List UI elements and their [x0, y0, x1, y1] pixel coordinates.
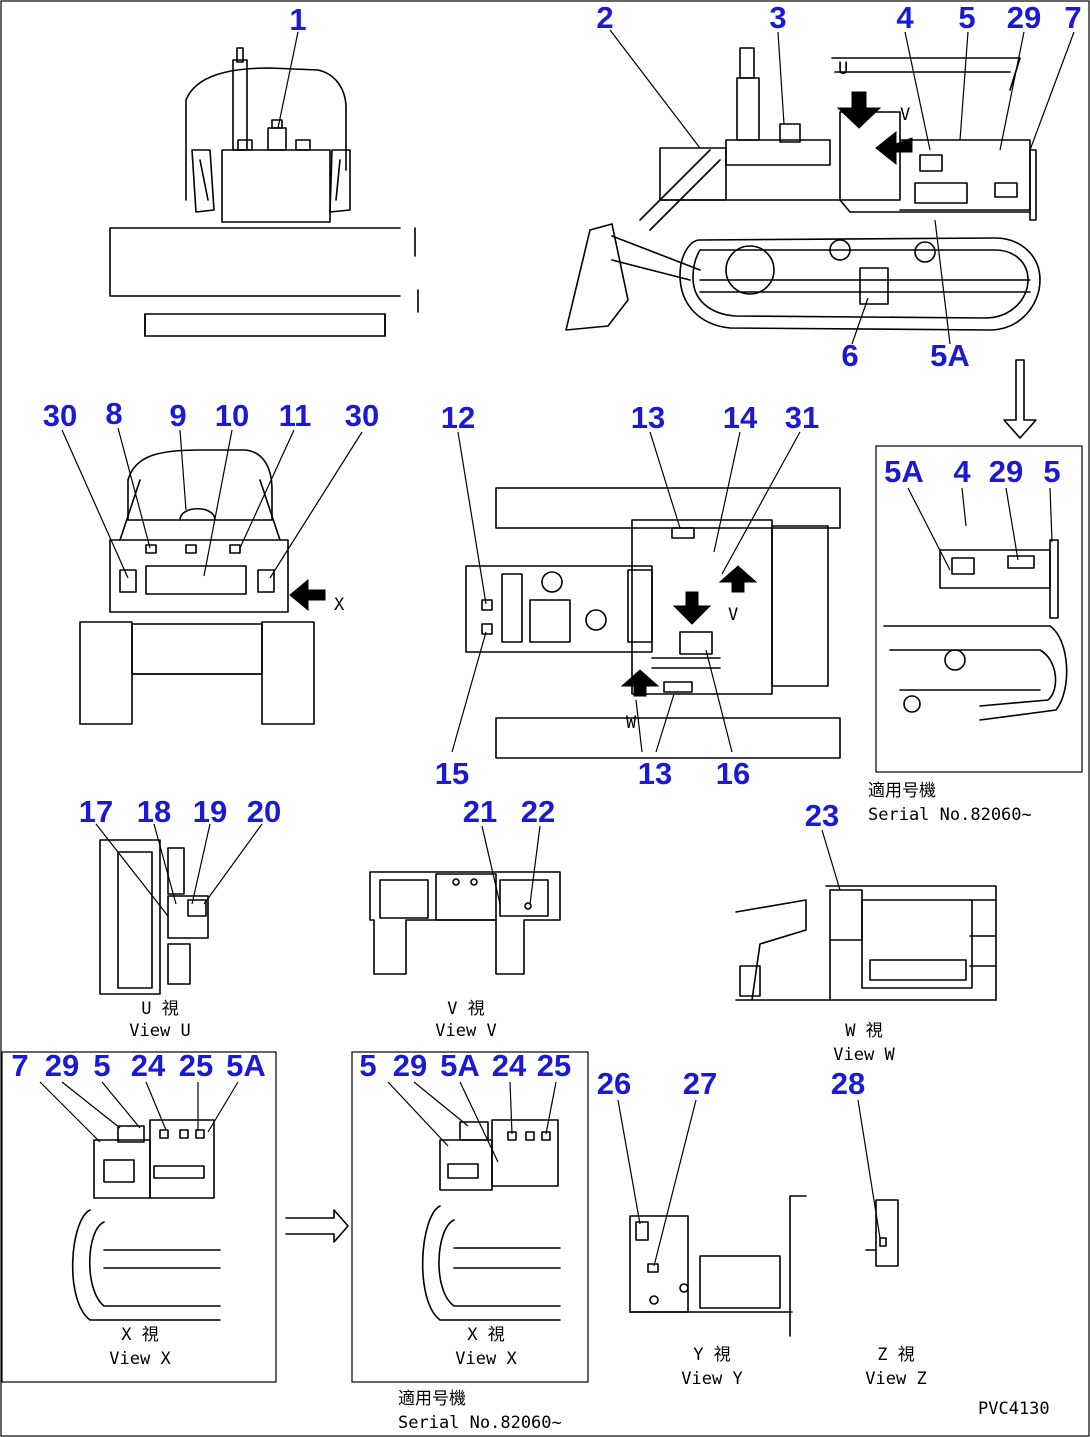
- front-view-top: [109, 47, 419, 337]
- callout-25-view-x2: 25: [537, 1048, 571, 1083]
- side-view-top: [565, 47, 1041, 331]
- marker-v-top-view: V: [728, 605, 738, 625]
- callout-20: 20: [247, 794, 281, 829]
- callout-13-bottom: 13: [638, 756, 672, 791]
- callout-28: 28: [831, 1066, 865, 1101]
- callout-29-view-x2: 29: [393, 1048, 427, 1083]
- callout-30-left: 30: [43, 398, 77, 433]
- view-w-label: View W: [833, 1045, 895, 1065]
- callout-2: 2: [596, 0, 613, 35]
- view-x1-jp: X 視: [121, 1325, 158, 1345]
- view-u-label: View U: [129, 1021, 190, 1041]
- view-x2-label: View X: [455, 1349, 517, 1369]
- callout-31: 31: [785, 400, 819, 435]
- callout-17: 17: [79, 794, 113, 829]
- marker-u: U: [838, 59, 848, 79]
- callout-16: 16: [716, 756, 750, 791]
- callout-5a: 5A: [930, 338, 970, 373]
- callout-18: 18: [137, 794, 171, 829]
- callout-5a-detail: 5A: [884, 454, 924, 489]
- view-x-box-2: [351, 1051, 589, 1383]
- detail-box-drawing: [883, 539, 1068, 721]
- top-view: [465, 487, 841, 759]
- callout-14: 14: [723, 400, 758, 435]
- detail-box-serial: [875, 445, 1083, 773]
- view-v: [369, 871, 561, 975]
- view-x2-jp: X 視: [467, 1325, 504, 1345]
- callout-21: 21: [463, 794, 497, 829]
- marker-w: W: [626, 713, 637, 733]
- view-w-jp: W 視: [845, 1021, 882, 1041]
- callout-24-view-x2: 24: [492, 1048, 527, 1083]
- callout-11: 11: [279, 398, 312, 433]
- callout-3: 3: [769, 0, 786, 35]
- callout-5: 5: [958, 0, 975, 35]
- callout-13-top: 13: [631, 400, 665, 435]
- callout-26: 26: [597, 1066, 631, 1101]
- view-x-box-1: [1, 1051, 277, 1383]
- view-y-label: View Y: [681, 1369, 742, 1389]
- callout-22: 22: [521, 794, 555, 829]
- serial-2: Serial No.82060~: [398, 1413, 562, 1433]
- view-v-jp: V 視: [447, 999, 484, 1019]
- callout-7-view-x: 7: [11, 1048, 28, 1083]
- view-x-drawing-1: [71, 1119, 221, 1321]
- view-z-label: View Z: [865, 1369, 926, 1389]
- view-v-label: View V: [435, 1021, 496, 1041]
- serial-jp-1: 適用号機: [868, 781, 936, 801]
- marker-v-top: V: [900, 105, 910, 125]
- view-x-drawing-2: [421, 1119, 561, 1321]
- callout-5a-view-x: 5A: [226, 1048, 266, 1083]
- callout-29: 29: [1007, 0, 1041, 35]
- callout-23: 23: [805, 798, 839, 833]
- view-x1-label: View X: [109, 1349, 171, 1369]
- callout-4: 4: [896, 0, 914, 35]
- callout-12: 12: [441, 400, 475, 435]
- view-u-jp: U 視: [141, 999, 178, 1019]
- callout-25-view-x: 25: [179, 1048, 213, 1083]
- callout-9: 9: [169, 398, 186, 433]
- callout-15: 15: [435, 756, 469, 791]
- callout-24-view-x: 24: [131, 1048, 166, 1083]
- callout-5-view-x: 5: [93, 1048, 110, 1083]
- front-view-middle: [79, 449, 326, 725]
- detail-arrow: [1003, 359, 1037, 439]
- callout-27: 27: [683, 1066, 717, 1101]
- serial-1: Serial No.82060~: [868, 805, 1032, 825]
- view-w: [735, 885, 997, 1001]
- callout-19: 19: [193, 794, 227, 829]
- callout-1: 1: [289, 2, 306, 37]
- callout-4-detail: 4: [953, 454, 971, 489]
- serial-jp-2: 適用号機: [398, 1389, 466, 1409]
- callout-29-detail: 29: [989, 454, 1023, 489]
- view-y-bottom: [629, 1195, 807, 1337]
- view-z-jp: Z 視: [877, 1345, 914, 1365]
- transition-arrow: [285, 1209, 349, 1243]
- callout-5-view-x2: 5: [359, 1048, 376, 1083]
- view-z: [865, 1199, 899, 1267]
- callout-6: 6: [841, 338, 858, 373]
- callout-29-view-x: 29: [45, 1048, 79, 1083]
- view-y-jp: Y 視: [693, 1345, 730, 1365]
- callout-30-right: 30: [345, 398, 379, 433]
- marker-x: X: [334, 595, 345, 615]
- drawing-code: PVC4130: [978, 1399, 1050, 1419]
- view-u: [99, 839, 209, 995]
- callout-10: 10: [215, 398, 249, 433]
- callout-7: 7: [1064, 0, 1081, 35]
- callout-5-detail: 5: [1043, 454, 1060, 489]
- callout-5a-view-x2: 5A: [440, 1048, 480, 1083]
- callout-8: 8: [105, 396, 122, 431]
